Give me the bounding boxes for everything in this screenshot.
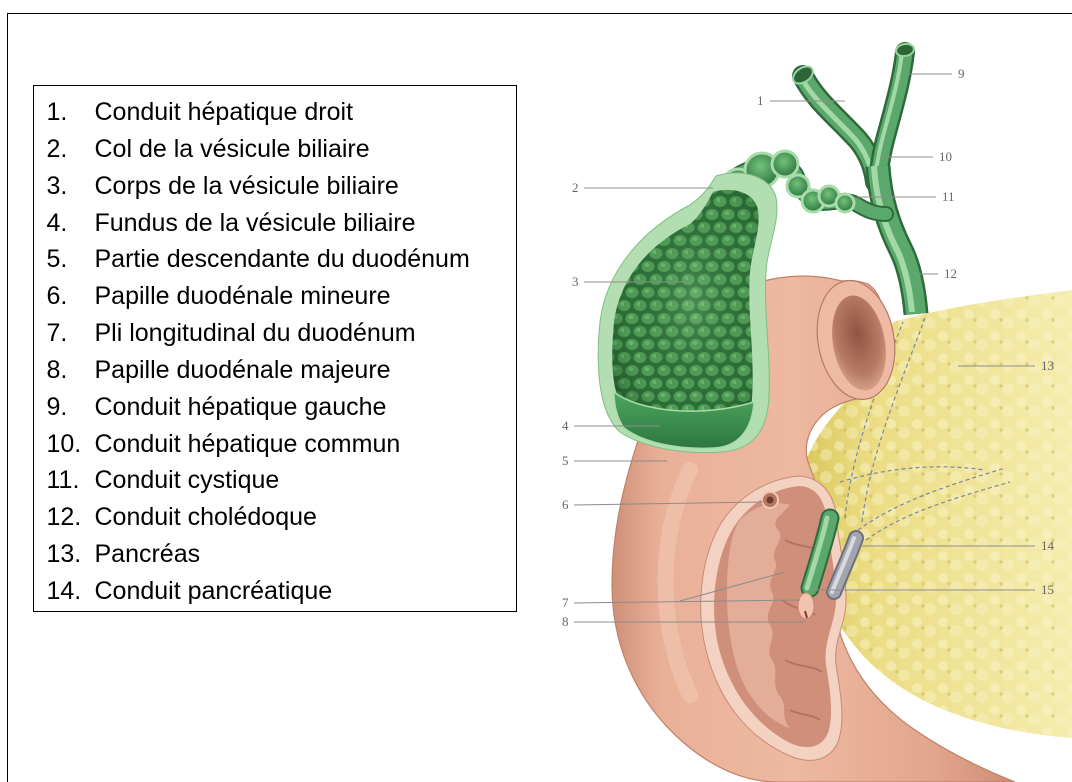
right-hepatic-duct [800,75,876,182]
legend-number: 13. [47,536,95,573]
figure-label-3: 3 [572,274,579,289]
legend-item: 6.Papille duodénale mineure [47,278,517,315]
left-hepatic-duct [875,52,905,182]
legend-text: Conduit cholédoque [95,503,317,531]
legend-text: Conduit hépatique commun [95,430,401,458]
legend-item: 8.Papille duodénale majeure [47,352,517,389]
minor-papilla-orifice [767,497,774,504]
figure-label-13: 13 [1041,358,1054,373]
legend-item: 14.Conduit pancréatique [47,573,517,610]
figure-label-4: 4 [562,418,569,433]
legend-number: 4. [47,205,95,242]
legend-number: 5. [47,241,95,278]
legend-number: 6. [47,278,95,315]
gallbladder [598,173,777,453]
legend-item: 12.Conduit cholédoque [47,499,517,536]
gallbladder-shading [612,190,758,436]
legend-number: 8. [47,352,95,389]
legend-text: Pancréas [95,540,201,568]
legend-item: 7.Pli longitudinal du duodénum [47,315,517,352]
legend-text: Papille duodénale majeure [95,356,391,384]
common-hepatic-and-choledoque [874,166,916,314]
figure-label-6: 6 [562,497,569,512]
legend-number: 2. [47,131,95,168]
legend-number: 3. [47,168,95,205]
figure-label-7: 7 [562,595,569,610]
legend-text: Col de la vésicule biliaire [95,135,370,163]
legend-text: Conduit hépatique droit [95,98,354,126]
legend-text: Partie descendante du duodénum [95,245,470,273]
legend-text: Conduit cystique [95,466,280,494]
figure-label-12: 12 [944,266,957,281]
legend-number: 9. [47,389,95,426]
spiral-fold [772,151,798,177]
figure-label-5: 5 [562,453,569,468]
legend-text: Corps de la vésicule biliaire [95,172,399,200]
legend-item: 4.Fundus de la vésicule biliaire [47,205,517,242]
figure-label-10: 10 [939,149,952,164]
figure-label-11: 11 [942,189,955,204]
duct-fill [803,76,876,182]
legend-item: 9.Conduit hépatique gauche [47,389,517,426]
spiral-fold [836,194,854,212]
legend-number: 14. [47,573,95,610]
legend-box: 1.Conduit hépatique droit 2.Col de la vé… [33,85,517,612]
legend-item: 3.Corps de la vésicule biliaire [47,168,517,205]
legend-number: 7. [47,315,95,352]
legend-number: 10. [47,426,95,463]
legend-number: 1. [47,94,95,131]
legend-text: Fundus de la vésicule biliaire [95,209,416,237]
figure-label-8: 8 [562,614,569,629]
legend-number: 12. [47,499,95,536]
legend-item: 13.Pancréas [47,536,517,573]
legend-item: 2.Col de la vésicule biliaire [47,131,517,168]
legend-item: 11.Conduit cystique [47,462,517,499]
legend-text: Conduit hépatique gauche [95,393,387,421]
legend-item: 10.Conduit hépatique commun [47,426,517,463]
figure-label-2: 2 [572,180,579,195]
legend-item: 1.Conduit hépatique droit [47,94,517,131]
legend-number: 11. [47,462,95,499]
figure-label-9: 9 [958,66,965,81]
figure-label-14: 14 [1041,538,1055,553]
legend-item: 5.Partie descendante du duodénum [47,241,517,278]
figure-label-1: 1 [757,93,764,108]
legend-text: Papille duodénale mineure [95,282,391,310]
legend-text: Pli longitudinal du duodénum [95,319,416,347]
figure-label-15: 15 [1041,582,1054,597]
legend-text: Conduit pancréatique [95,577,333,605]
